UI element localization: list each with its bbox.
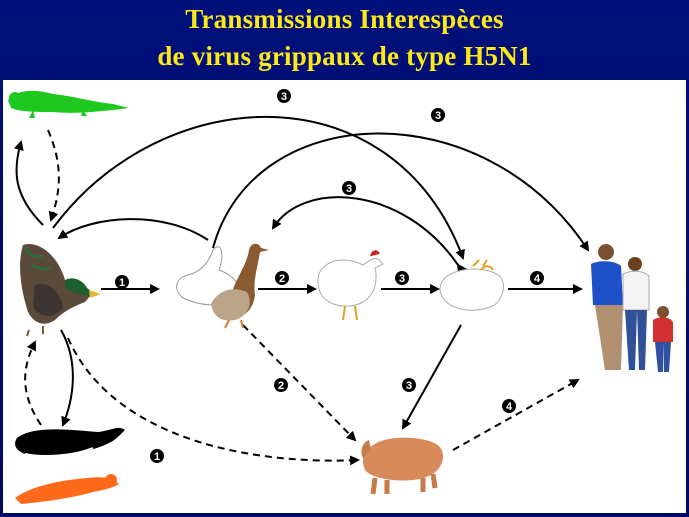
- badge-poultry-to-pig: 3: [402, 378, 416, 392]
- badge-wild-to-domestic: 1: [115, 275, 129, 289]
- badge-pig-to-humans: 4: [502, 399, 516, 413]
- dashed-arrows: [24, 129, 580, 466]
- chicken-icon: [317, 250, 384, 321]
- svg-text:1: 1: [119, 277, 125, 289]
- svg-text:2: 2: [279, 273, 285, 285]
- arrow-duck-to-poultry-top: [52, 115, 465, 260]
- diagram-panel: 1 1 2 2 3 3 3 3 3 4 4: [3, 80, 686, 513]
- dashed-duck-to-pig: [67, 337, 360, 466]
- svg-text:3: 3: [435, 110, 441, 122]
- badge-top-arc-to-poultry: 3: [277, 89, 291, 103]
- transmission-diagram: 1 1 2 2 3 3 3 3 3 4 4: [8, 89, 673, 504]
- svg-text:3: 3: [346, 183, 352, 195]
- badge-domestic-to-pig: 2: [274, 378, 288, 392]
- mallard-duck-icon: [20, 244, 101, 337]
- dashed-geese-to-pig: [242, 324, 357, 442]
- pig-icon: [361, 437, 443, 495]
- whale-icon: [15, 427, 125, 457]
- arrow-duck-to-whale: [60, 329, 74, 427]
- seal-icon: [15, 474, 119, 504]
- badge-poultry-to-domestic: 3: [342, 181, 356, 195]
- svg-text:3: 3: [399, 273, 405, 285]
- svg-text:4: 4: [506, 401, 513, 413]
- arrow-duck-to-otter: [13, 140, 44, 226]
- title-line-1: Transmissions Interespèces: [185, 4, 504, 34]
- badge-chicken-to-poultry: 3: [395, 271, 409, 285]
- svg-text:3: 3: [406, 380, 412, 392]
- dashed-pig-to-humans: [452, 379, 580, 451]
- arrows: [13, 115, 590, 430]
- badge-poultry-to-humans: 4: [530, 271, 544, 285]
- svg-text:3: 3: [281, 91, 287, 103]
- arrow-poultry-to-geese-arc: [271, 196, 467, 275]
- svg-text:4: 4: [534, 273, 541, 285]
- svg-text:2: 2: [278, 380, 284, 392]
- arrow-geese-to-duck: [57, 218, 209, 241]
- dead-poultry-icon: [439, 259, 504, 311]
- dashed-otter-to-duck: [47, 129, 60, 222]
- dashed-whale-to-duck: [24, 340, 42, 426]
- badge-wild-to-pig: 1: [150, 449, 164, 463]
- arrow-geese-to-humans-top: [212, 132, 590, 252]
- svg-text:1: 1: [154, 451, 160, 463]
- green-otter-icon: [8, 90, 129, 118]
- arrow-poultry-to-pig: [402, 324, 462, 430]
- badge-domestic-to-chicken: 2: [275, 271, 289, 285]
- domestic-geese-icon: [176, 243, 269, 329]
- badge-top-arc-to-humans: 3: [431, 108, 445, 122]
- human-family-icon: [591, 244, 673, 372]
- title-line-2: de virus grippaux de type H5N1: [157, 41, 532, 71]
